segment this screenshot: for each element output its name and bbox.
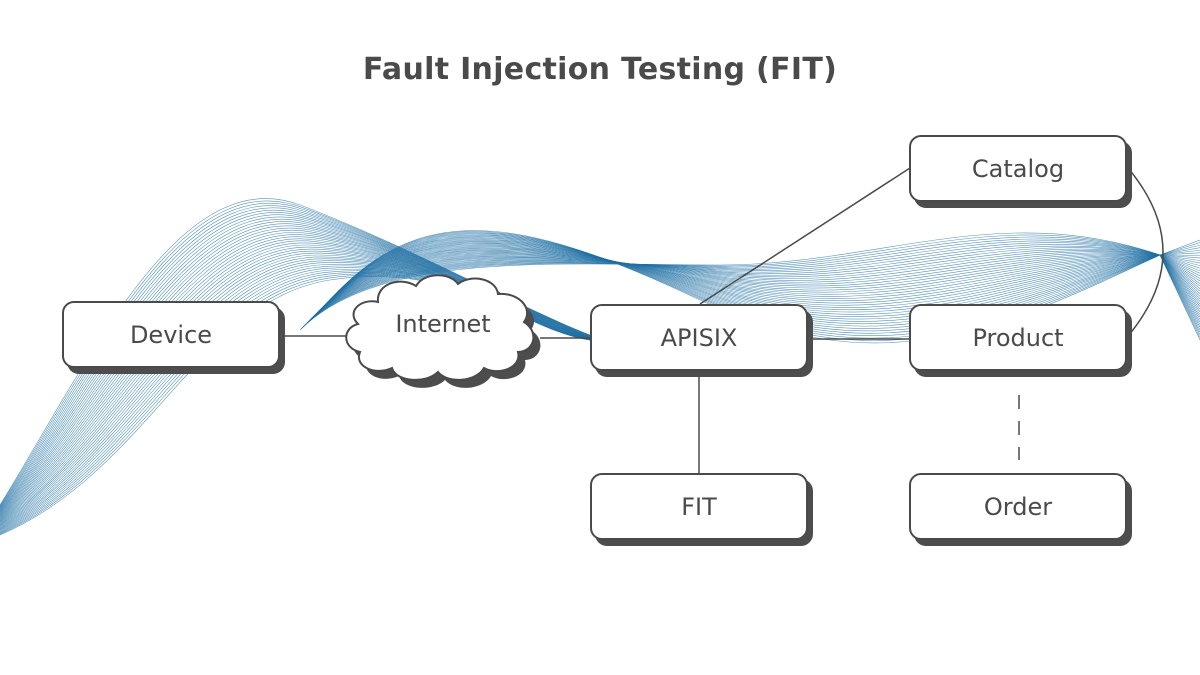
wave-line-right [321,240,1200,318]
node-product-label: Product [972,323,1064,352]
node-catalog-label: Catalog [971,154,1065,183]
wave-line-right [325,236,1200,329]
wave-line-right [322,238,1200,322]
wave-line-right [319,242,1200,313]
node-catalog[interactable]: Catalog [909,135,1127,202]
connector-catalog-product-arc [1127,167,1164,337]
cloud-icon [345,274,541,388]
wave-line-right [326,234,1200,334]
node-fit-label: FIT [681,492,717,521]
wave-line-right [317,245,1200,313]
wave-line-right [327,233,1200,337]
node-order[interactable]: Order [909,473,1127,540]
connector-apisix-catalog [699,167,911,305]
wave-line-right [300,234,1200,330]
wave-line-right [319,243,1200,311]
node-product[interactable]: Product [909,304,1127,371]
wave-line-right [323,237,1200,325]
node-device[interactable]: Device [62,301,280,368]
node-internet-cloud[interactable]: Internet [338,272,548,388]
wave-line-right [316,246,1200,314]
node-internet-label: Internet [395,310,491,338]
wave-line-right [325,235,1200,332]
wave-line-right [302,238,1200,328]
wave-line-right [324,237,1200,327]
wave-line-right [301,236,1200,329]
wave-line-left [0,198,621,506]
node-fit[interactable]: FIT [590,473,808,540]
page-title: Fault Injection Testing (FIT) [362,52,838,87]
wave-line-right [322,239,1200,320]
node-device-label: Device [129,320,213,349]
wave-line-right [318,244,1200,312]
node-order-label: Order [983,492,1053,521]
node-apisix[interactable]: APISIX [590,304,808,371]
wave-line-right [305,247,1200,325]
node-apisix-label: APISIX [660,323,738,352]
wave-line-right [320,241,1200,315]
wave-line-right [299,232,1200,331]
